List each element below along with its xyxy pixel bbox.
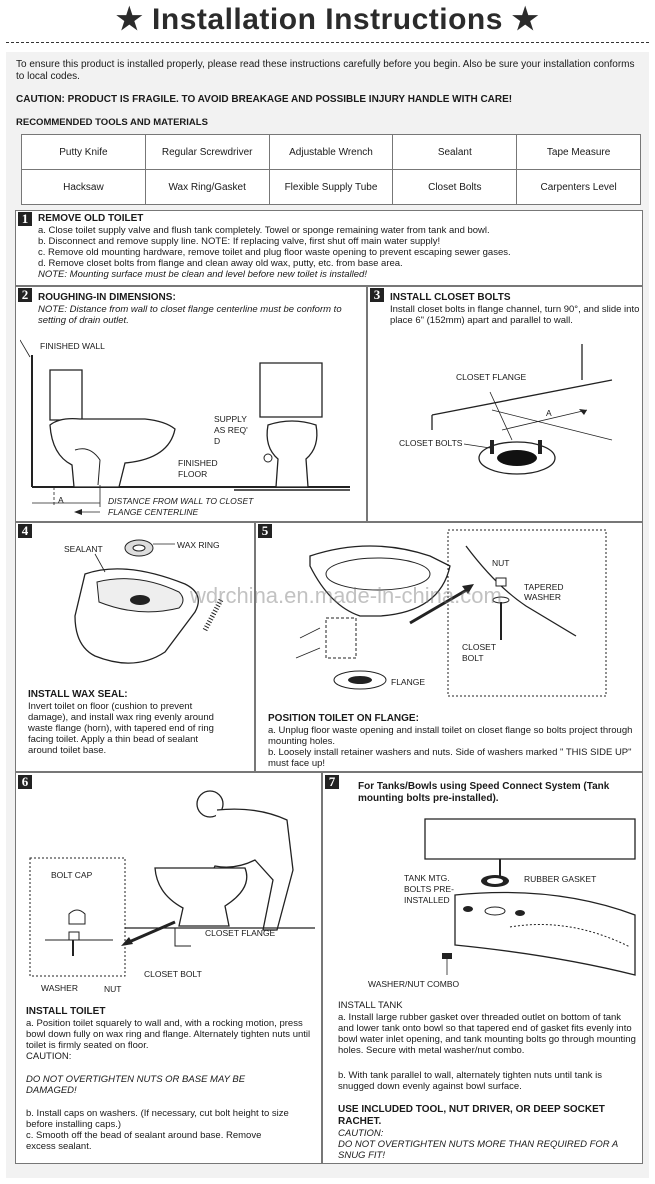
step2-heading: ROUGHING-IN DIMENSIONS: [38, 292, 176, 303]
step1-box [15, 210, 643, 286]
step1-heading: REMOVE OLD TOILET [38, 213, 144, 224]
install-toilet-diagram [29, 790, 315, 977]
dimension-a-label: A [58, 495, 64, 505]
wax-ring-label: WAX RING [177, 540, 220, 550]
position-toilet-diagram [295, 529, 607, 697]
step3-number: 3 [370, 288, 384, 302]
step4-text: Invert toilet on floor (cushion to preve… [28, 701, 214, 756]
distance-label: DISTANCE FROM WALL TO CLOSET FLANGE CENT… [108, 496, 254, 517]
tool-cell: Hacksaw [21, 169, 146, 205]
tool-cell: Wax Ring/Gasket [144, 169, 270, 205]
tools-heading: RECOMMENDED TOOLS AND MATERIALS [16, 117, 208, 128]
closet-bolts-label: CLOSET BOLTS [399, 438, 463, 448]
step6-caution: DO NOT OVERTIGHTEN NUTS OR BASE MAY BE D… [26, 1074, 246, 1096]
step1-d: d. Remove closet bolts from flange and c… [38, 258, 403, 269]
step5-b: b. Loosely install retainer washers and … [268, 747, 632, 769]
title-divider [6, 42, 649, 43]
step6-closet-flange-label: CLOSET FLANGE [205, 928, 276, 938]
step7-caution-label: CAUTION: [338, 1128, 384, 1139]
tapered-washer-label: TAPERED WASHER [524, 582, 564, 602]
step6-number: 6 [18, 775, 32, 789]
step1-b: b. Disconnect and remove supply line. NO… [38, 236, 441, 247]
roughing-in-diagram [20, 339, 350, 515]
supply-label: SUPPLY AS REQ' D [214, 414, 248, 446]
step2-note: NOTE: Distance from wall to closet flang… [38, 304, 342, 326]
step6-closet-bolt-label: CLOSET BOLT [144, 969, 202, 979]
step3-text: Install closet bolts in flange channel, … [390, 304, 640, 326]
bolt-cap-label: BOLT CAP [51, 870, 93, 880]
step4-heading: INSTALL WAX SEAL: [28, 689, 128, 700]
step6-a: a. Position toilet squarely to wall and,… [26, 1018, 311, 1051]
step6-b: b. Install caps on washers. (If necessar… [26, 1108, 289, 1130]
step5-a: a. Unplug floor waste opening and instal… [268, 725, 633, 747]
step7-caution: DO NOT OVERTIGHTEN NUTS MORE THAN REQUIR… [338, 1139, 618, 1161]
tools-table: Putty Knife Regular Screwdriver Adjustab… [21, 134, 641, 205]
step6-c: c. Smooth off the bead of sealant around… [26, 1130, 262, 1152]
step3-a-label: A [546, 408, 552, 418]
step1-c: c. Remove old mounting hardware, remove … [38, 247, 511, 258]
step1-number: 1 [18, 212, 32, 226]
step7-number: 7 [325, 775, 339, 789]
install-tank-diagram [424, 818, 636, 976]
step7-use-tool: USE INCLUDED TOOL, NUT DRIVER, OR DEEP S… [338, 1104, 605, 1127]
step2-number: 2 [18, 288, 32, 302]
table-row: Putty Knife Regular Screwdriver Adjustab… [21, 134, 641, 170]
step4-number: 4 [18, 524, 32, 538]
step6-heading: INSTALL TOILET [26, 1006, 106, 1017]
tool-cell: Tape Measure [516, 134, 641, 170]
finished-floor-label: FINISHED FLOOR [178, 458, 218, 479]
washer-nut-label: WASHER/NUT COMBO [368, 979, 460, 989]
step7-heading: For Tanks/Bowls using Speed Connect Syst… [358, 781, 610, 804]
step1-a: a. Close toilet supply valve and flush t… [38, 225, 490, 236]
tool-cell: Carpenters Level [516, 169, 641, 205]
step3-box [367, 286, 643, 522]
step5-heading: POSITION TOILET ON FLANGE: [268, 713, 419, 724]
tool-cell: Closet Bolts [392, 169, 518, 205]
step6-nut-label: NUT [104, 984, 122, 994]
closet-flange-label: CLOSET FLANGE [456, 372, 527, 382]
step7-a: a. Install large rubber gasket over thre… [338, 1012, 636, 1056]
tank-bolts-label: TANK MTG. BOLTS PRE-INSTALLED [404, 873, 454, 905]
step7-b: b. With tank parallel to wall, alternate… [338, 1070, 603, 1092]
wax-seal-diagram [74, 539, 224, 664]
tool-cell: Regular Screwdriver [144, 134, 270, 170]
step6-caution-label: CAUTION: [26, 1051, 72, 1062]
tool-cell: Putty Knife [21, 134, 146, 170]
closet-bolt-label: CLOSET BOLT [462, 642, 496, 663]
finished-wall-label: FINISHED WALL [40, 341, 105, 351]
tool-cell: Adjustable Wrench [268, 134, 394, 170]
watermark: wdrchina.en.made-in-china.com [190, 583, 502, 608]
table-row: Hacksaw Wax Ring/Gasket Flexible Supply … [21, 169, 641, 205]
step3-heading: INSTALL CLOSET BOLTS [390, 292, 511, 303]
sealant-label: SEALANT [64, 544, 103, 554]
step5-number: 5 [258, 524, 272, 538]
page-title: ★ Installation Instructions ★ [115, 3, 540, 36]
intro-text: To ensure this product is installed prop… [16, 59, 635, 82]
tool-cell: Sealant [392, 134, 518, 170]
install-tank-heading: INSTALL TANK [338, 1000, 403, 1011]
tool-cell: Flexible Supply Tube [268, 169, 394, 205]
flange-label: FLANGE [391, 677, 426, 687]
caution-text: CAUTION: PRODUCT IS FRAGILE. TO AVOID BR… [16, 94, 513, 105]
step1-note: NOTE: Mounting surface must be clean and… [38, 269, 367, 280]
nut-label: NUT [492, 558, 510, 568]
rubber-gasket-label: RUBBER GASKET [524, 874, 597, 884]
washer-label: WASHER [41, 983, 78, 993]
closet-bolts-diagram [431, 344, 613, 475]
